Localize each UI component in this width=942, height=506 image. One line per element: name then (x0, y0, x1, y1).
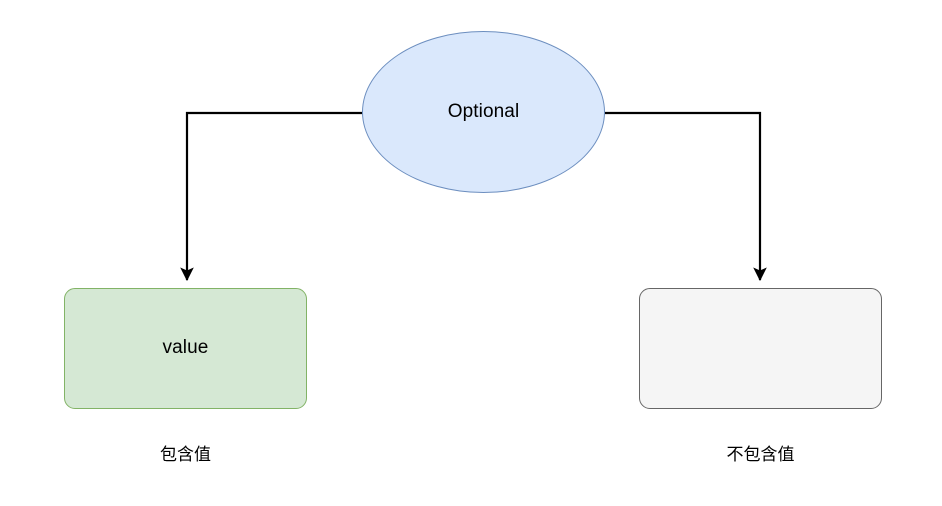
caption-empty: 不包含值 (726, 445, 795, 464)
caption-value: 包含值 (160, 445, 211, 464)
edge-optional-to-empty (605, 111, 767, 282)
node-value-label: value (162, 337, 209, 359)
node-optional[interactable]: Optional (362, 31, 605, 193)
node-empty[interactable] (639, 288, 882, 409)
edge-optional-to-value (180, 111, 362, 282)
node-value[interactable]: value (64, 288, 307, 409)
node-optional-label: Optional (447, 100, 520, 122)
